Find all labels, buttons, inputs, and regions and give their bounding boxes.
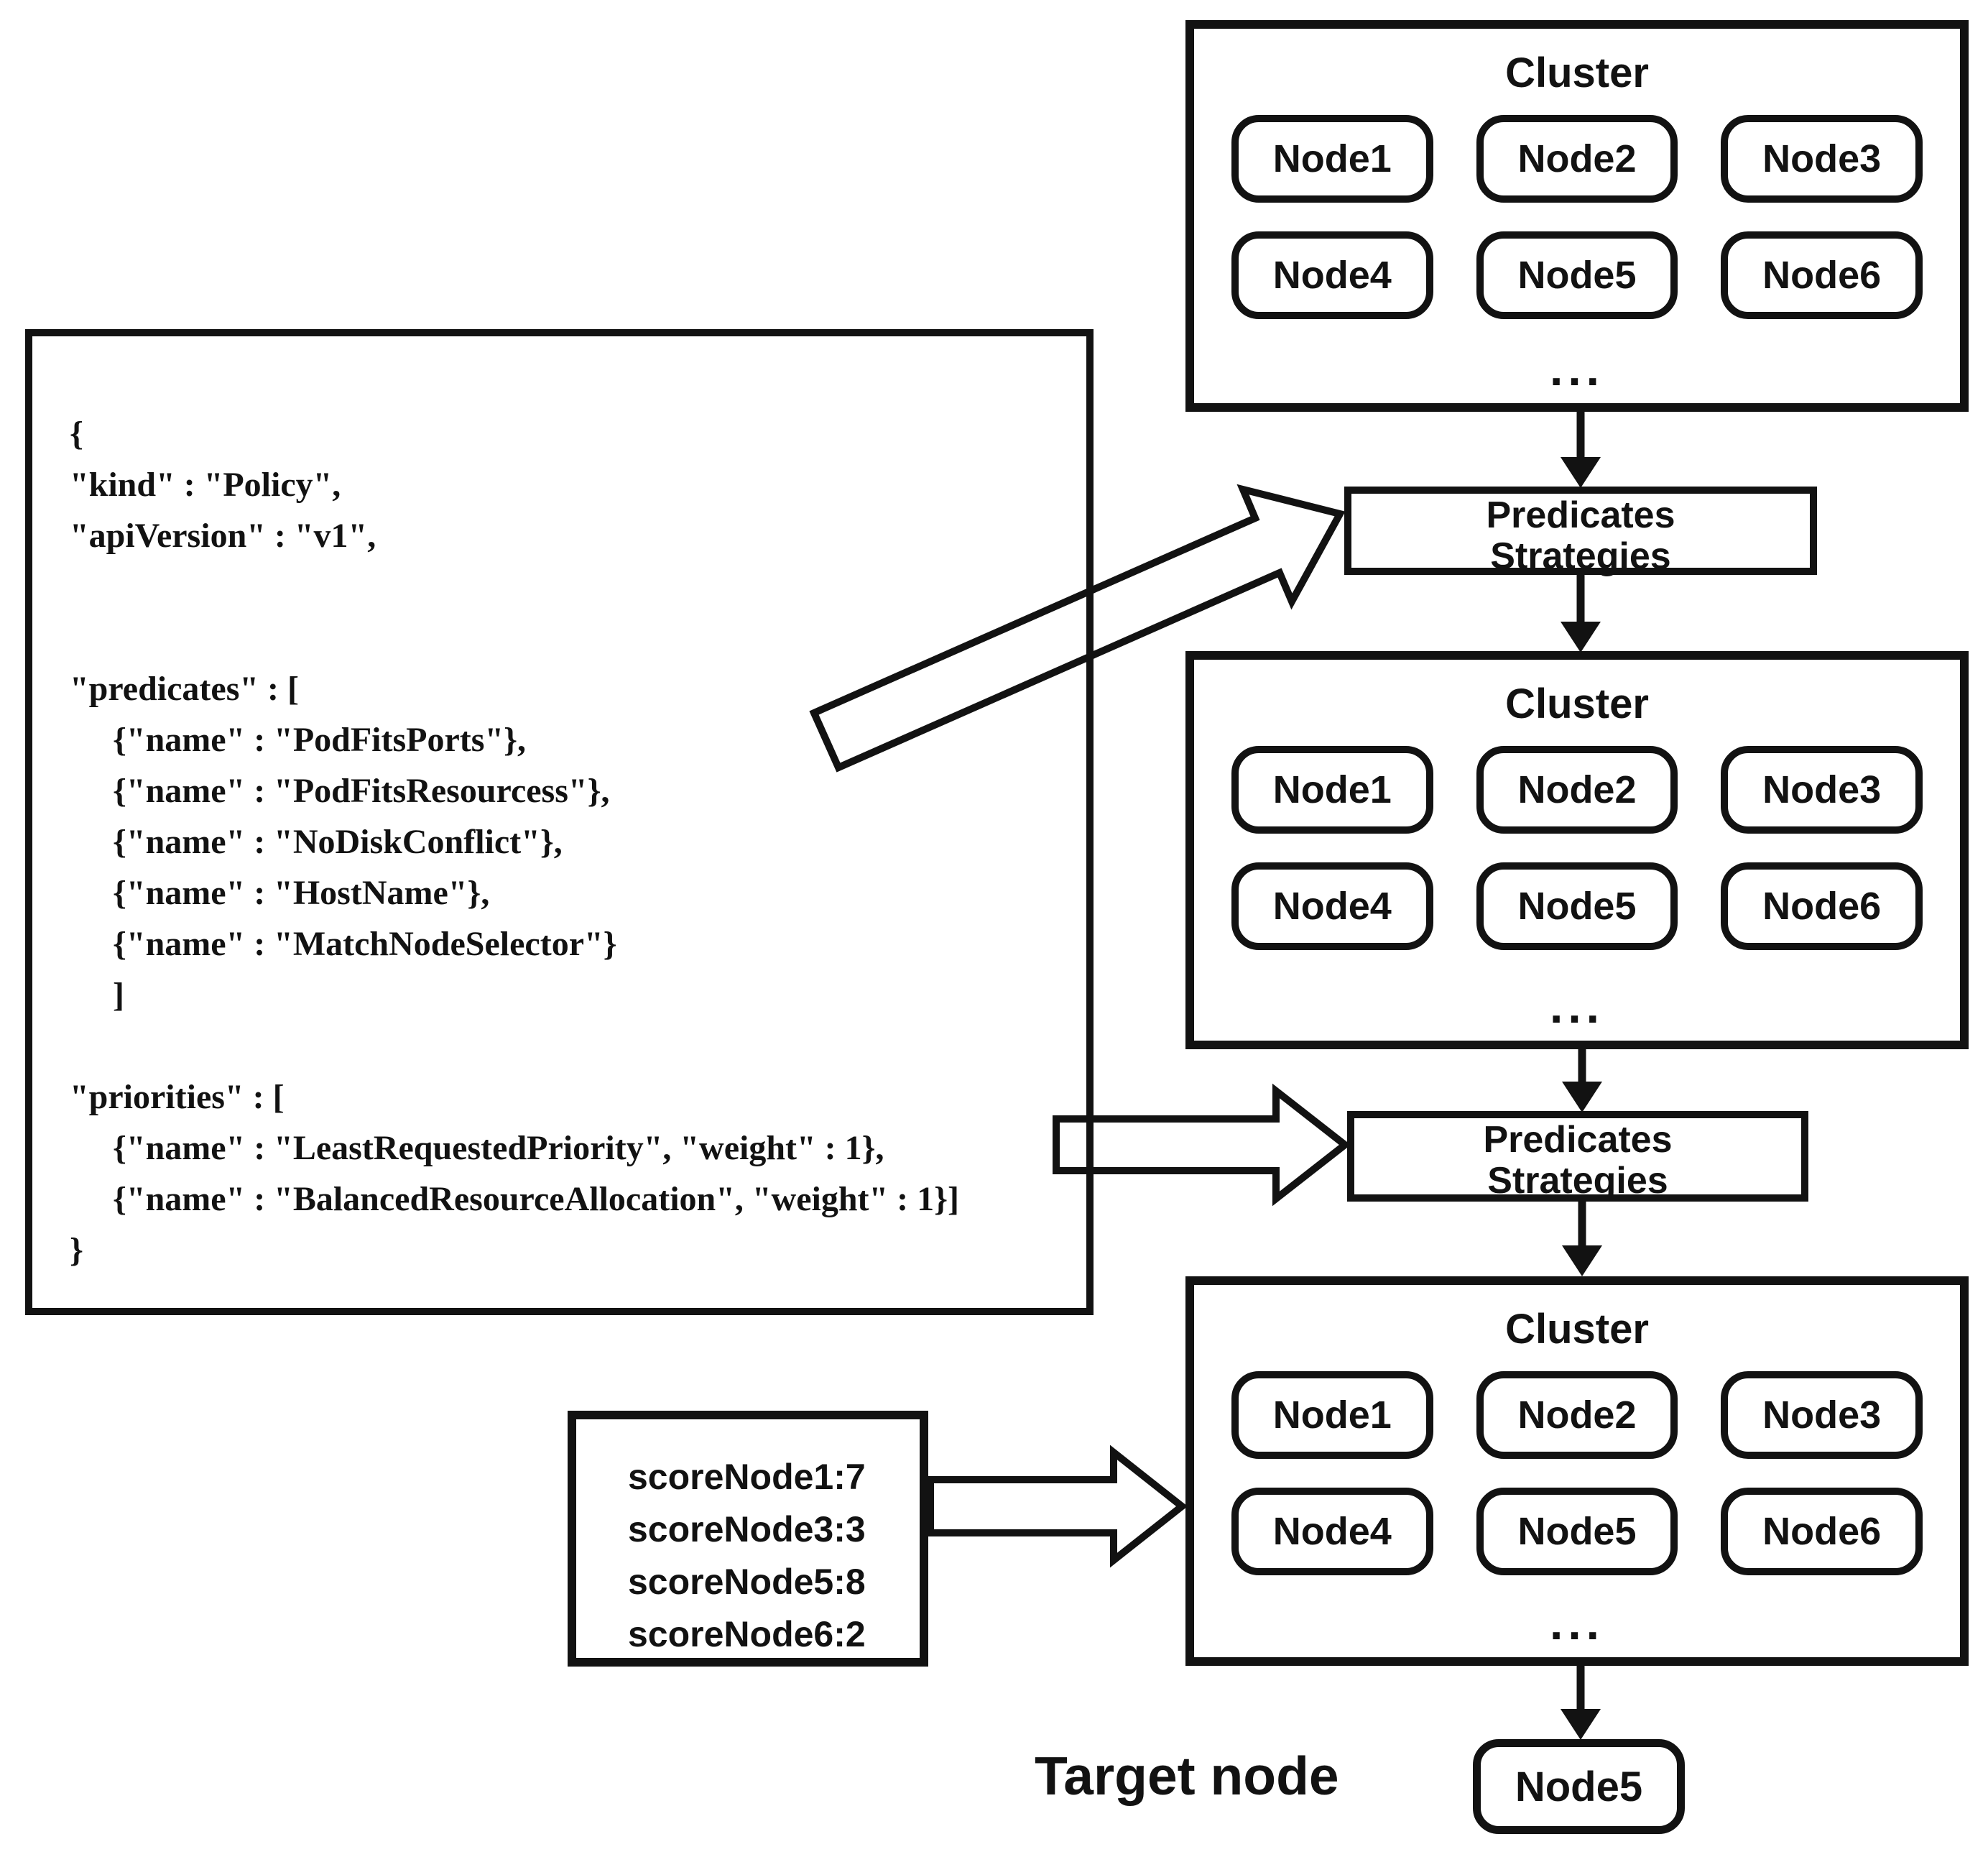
target-node-box: Node5 [1473, 1739, 1685, 1834]
node-box: Node6 [1721, 862, 1923, 950]
policy-code-line: } [70, 1231, 83, 1269]
node-box: Node1 [1231, 746, 1433, 834]
node-box: Node4 [1231, 862, 1433, 950]
node-box: Node5 [1476, 231, 1678, 319]
node-box: Node5 [1476, 1488, 1678, 1575]
down-arrow-predicates1-to-cluster2-icon [1561, 575, 1601, 653]
node-box: Node6 [1721, 1488, 1923, 1575]
policy-code-line [70, 612, 1072, 663]
policy-code-line: {"name" : "PodFitsResourcess"}, [70, 772, 610, 810]
node-box: Node4 [1231, 231, 1433, 319]
score-line: scoreNode3:3 [628, 1509, 866, 1549]
policy-code-line: "apiVersion" : "v1", [70, 517, 376, 555]
policy-code-line: "priorities" : [ [70, 1078, 285, 1116]
policy-code-line: {"name" : "LeastRequestedPriority", "wei… [70, 1129, 884, 1167]
node-box: Node3 [1721, 1371, 1923, 1459]
node-box: Node2 [1476, 115, 1678, 203]
node-box: Node2 [1476, 1371, 1678, 1459]
score-line: scoreNode5:8 [628, 1562, 866, 1602]
block-arrow-scores-to-cluster3-icon [927, 1444, 1188, 1568]
policy-code-line: { [70, 415, 83, 453]
policy-code-line: {"name" : "HostName"}, [70, 874, 490, 912]
policy-json-box: {"kind" : "Policy","apiVersion" : "v1", … [25, 329, 1094, 1315]
predicates-label: Predicates [1483, 1119, 1673, 1161]
policy-code-line: {"name" : "MatchNodeSelector"} [70, 925, 617, 963]
cluster-3-ellipsis: ... [1549, 1596, 1604, 1649]
policy-code-line: ] [70, 976, 124, 1014]
policy-code-line: "predicates" : [ [70, 670, 300, 708]
score-line: scoreNode1:7 [628, 1457, 866, 1497]
policy-code-line: {"name" : "BalancedResourceAllocation", … [70, 1180, 960, 1218]
policy-code-line: "kind" : "Policy", [70, 466, 341, 504]
cluster-2-title: Cluster [1505, 681, 1649, 727]
cluster-2-ellipsis: ... [1549, 980, 1604, 1033]
policy-code-line: {"name" : "NoDiskConflict"}, [70, 823, 563, 861]
node-box: Node1 [1231, 115, 1433, 203]
predicates-label: Predicates [1486, 494, 1675, 536]
policy-code-line: {"name" : "PodFitsPorts"}, [70, 721, 527, 759]
down-arrow-cluster1-to-predicates1-icon [1561, 412, 1601, 488]
node-box: Node2 [1476, 746, 1678, 834]
down-arrow-cluster2-to-predicates2-icon [1562, 1049, 1602, 1112]
cluster-1-ellipsis: ... [1549, 342, 1604, 395]
strategies-label: Strategies [1487, 1160, 1668, 1202]
cluster-1-title: Cluster [1505, 50, 1649, 96]
node-box: Node3 [1721, 746, 1923, 834]
node-box: Node3 [1721, 115, 1923, 203]
cluster-3-title: Cluster [1505, 1306, 1649, 1353]
predicates-strategies-box-1: Predicates Strategies [1344, 487, 1817, 577]
score-line: scoreNode6:2 [628, 1614, 866, 1654]
down-arrow-cluster3-to-target-node-icon [1561, 1666, 1601, 1740]
node-box: Node5 [1476, 862, 1678, 950]
node-box: Node1 [1231, 1371, 1433, 1459]
node-box: Node4 [1231, 1488, 1433, 1575]
policy-code-line [70, 1020, 1072, 1072]
target-node-label: Target node [1035, 1746, 1339, 1806]
strategies-label: Strategies [1490, 535, 1671, 577]
predicates-strategies-box-2: Predicates Strategies [1347, 1111, 1808, 1202]
block-arrow-policy-predicates-to-predicates1-icon [809, 484, 1346, 773]
policy-code-line [70, 561, 1072, 612]
score-box: scoreNode1:7 scoreNode3:3 scoreNode5:8 scor… [568, 1411, 928, 1667]
block-arrow-policy-priorities-to-predicates2-icon [1053, 1083, 1351, 1207]
down-arrow-predicates2-to-cluster3-icon [1562, 1202, 1602, 1276]
policy-code: {"kind" : "Policy","apiVersion" : "v1", … [32, 336, 1086, 1276]
node-box: Node6 [1721, 231, 1923, 319]
